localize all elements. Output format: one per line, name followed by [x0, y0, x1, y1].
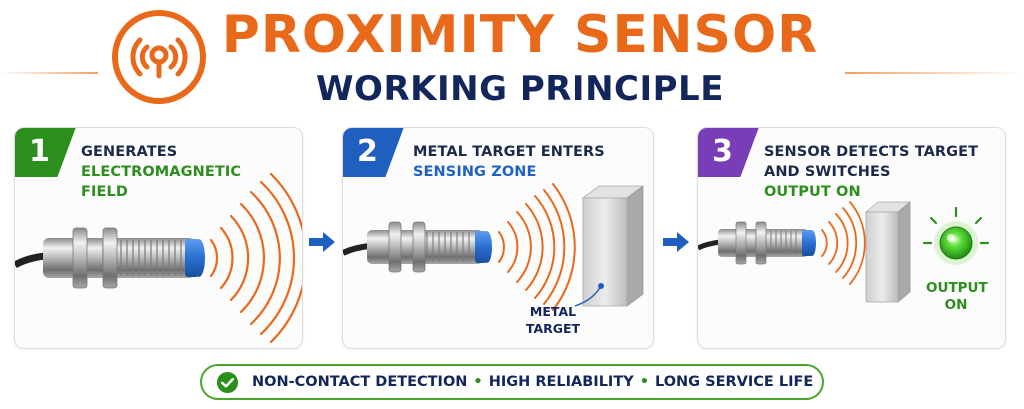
step-2-illustration [343, 183, 645, 311]
metal-target-label-line-2: TARGET [525, 321, 581, 336]
features-text: NON-CONTACT DETECTION • HIGH RELIABILITY • L… [252, 366, 813, 398]
step-2-title-line-1: METAL TARGET ENTERS [413, 144, 605, 160]
step-3-title-line-3: OUTPUT ON [764, 184, 861, 200]
step-2-panel: 2 METAL TARGET ENTERS SENSING ZONE METAL… [342, 127, 654, 349]
output-on-label-line-1: OUTPUT [926, 280, 988, 296]
step-1-title-line-2: ELECTROMAGNETIC [81, 164, 242, 180]
title-decoration-right [845, 72, 1024, 74]
step-3-panel: 3 SENSOR DETECTS TARGET AND SWITCHES OUT… [697, 127, 1006, 349]
feature-long-life: LONG SERVICE LIFE [655, 374, 814, 390]
step-3-title-line-1: SENSOR DETECTS TARGET [764, 144, 979, 160]
feature-high-reliability: HIGH RELIABILITY [488, 374, 634, 390]
feature-non-contact: NON-CONTACT DETECTION [252, 374, 468, 390]
page-title: PROXIMITY SENSOR [221, 5, 819, 65]
step-3-illustration [698, 201, 990, 303]
metal-target-label-line-1: METAL [529, 304, 577, 319]
step-badge-3: 3 [698, 128, 759, 177]
output-led-icon [922, 206, 990, 265]
step-3-title-line-2: AND SWITCHES [764, 164, 891, 180]
step-3-title: SENSOR DETECTS TARGET AND SWITCHES OUTPU… [764, 142, 978, 202]
step-1-illustration [15, 172, 302, 344]
step-2-title: METAL TARGET ENTERS SENSING ZONE [413, 142, 605, 182]
step-1-title-line-3: FIELD [81, 184, 128, 200]
features-bar: NON-CONTACT DETECTION • HIGH RELIABILITY • L… [200, 364, 824, 400]
page-subtitle: WORKING PRINCIPLE [316, 69, 724, 109]
arrow-right-icon [309, 232, 335, 252]
metal-target-label: METAL TARGET [523, 303, 583, 337]
output-on-label: OUTPUT ON [926, 280, 988, 314]
step-1-panel: 1 GENERATES ELECTROMAGNETIC FIELD [14, 127, 303, 349]
check-circle-icon [216, 371, 239, 394]
feature-separator: • [639, 374, 649, 390]
step-1-title-line-1: GENERATES [81, 144, 178, 160]
arrow-right-icon [663, 232, 689, 252]
output-on-label-line-2: ON [944, 297, 968, 313]
feature-separator: • [473, 374, 483, 390]
step-2-title-line-2: SENSING ZONE [413, 164, 537, 180]
title-decoration-left [0, 72, 98, 74]
sensor-signal-icon [112, 10, 206, 104]
step-1-title: GENERATES ELECTROMAGNETIC FIELD [81, 142, 241, 202]
